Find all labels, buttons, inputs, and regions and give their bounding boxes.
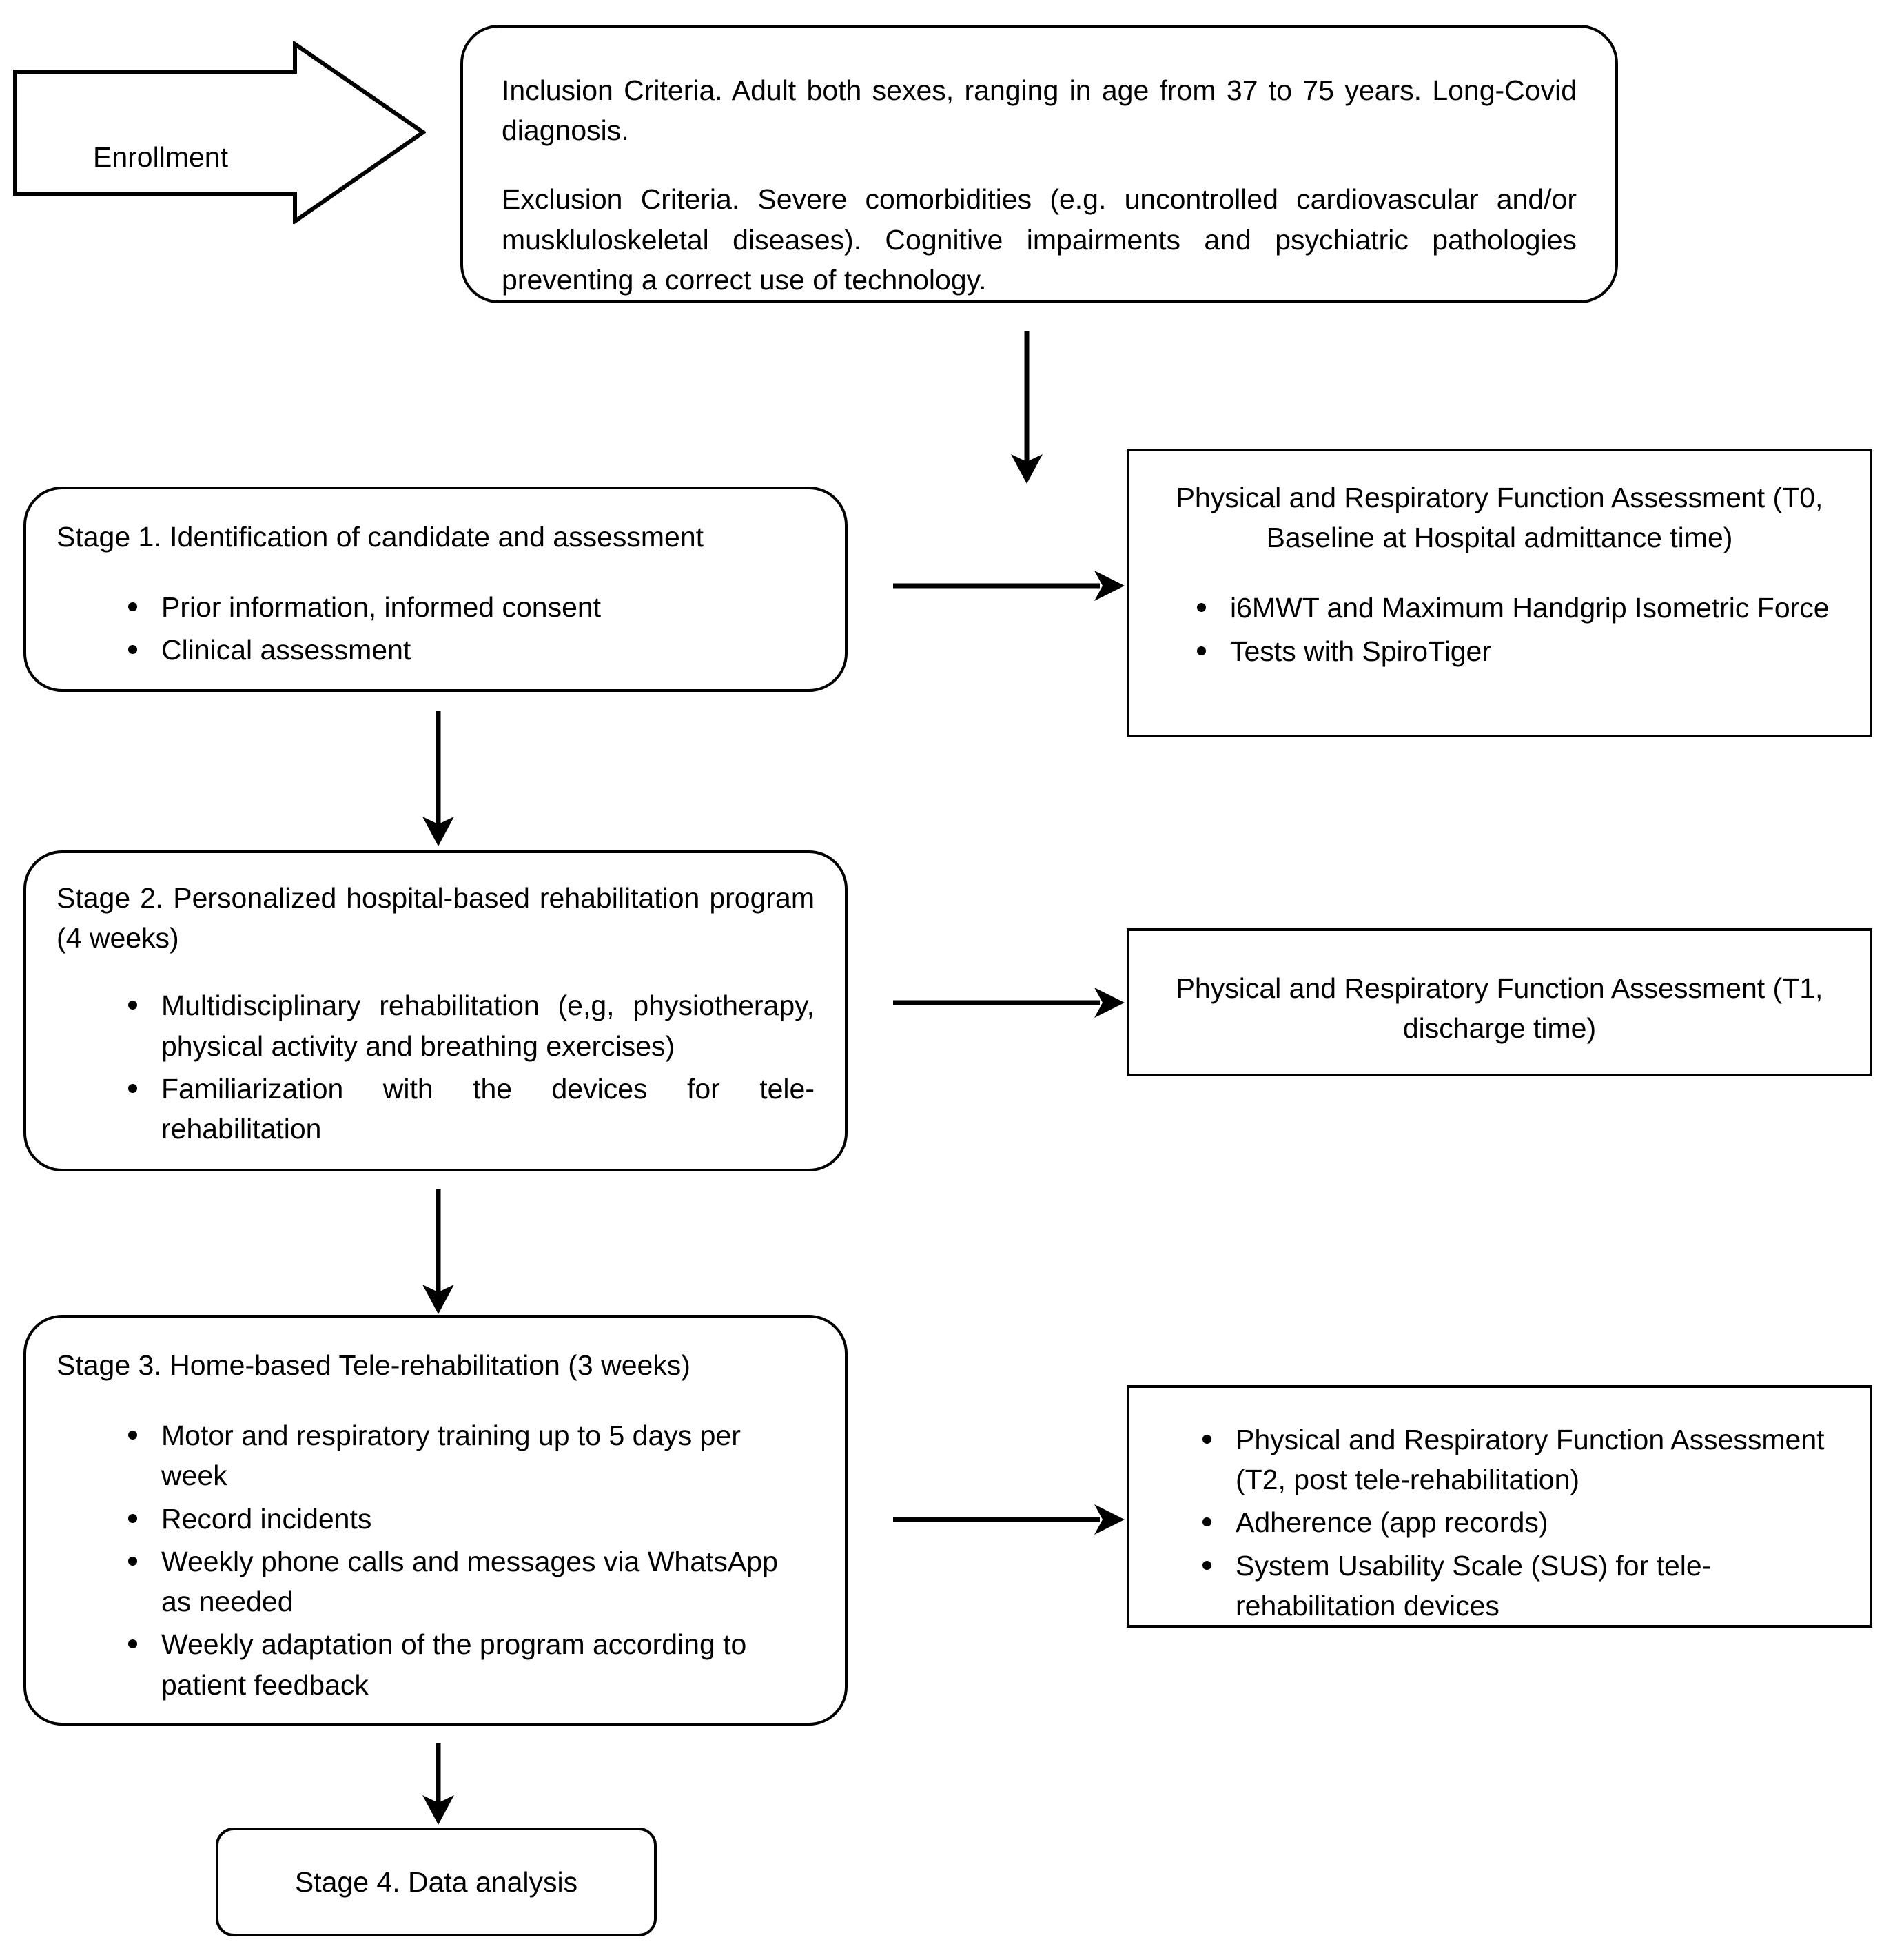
stage-1-title: Stage 1. Identification of candidate and… <box>57 521 704 553</box>
connector-stage2-to-t1 <box>893 982 1130 1023</box>
list-item: Tests with SpiroTiger <box>1191 631 1849 671</box>
assessment-t1-title: Physical and Respiratory Function Assess… <box>1176 972 1823 1045</box>
connector-stage3-to-t2 <box>893 1499 1130 1540</box>
stage-2-box: Stage 2. Personalized hospital-based reh… <box>23 850 848 1171</box>
list-item: Clinical assessment <box>123 630 815 670</box>
assessment-t1-box: Physical and Respiratory Function Assess… <box>1127 928 1872 1076</box>
connector-stage1-to-t0 <box>893 565 1130 606</box>
stage-1-bullet-list: Prior information, informed consent Clin… <box>57 587 815 670</box>
list-item: Weekly adaptation of the program accordi… <box>123 1624 815 1704</box>
connector-stage1-to-stage2 <box>404 711 473 849</box>
assessment-t0-box: Physical and Respiratory Function Assess… <box>1127 449 1872 737</box>
list-item: Physical and Respiratory Function Assess… <box>1197 1420 1846 1500</box>
stage-2-bullet-list: Multidisciplinary rehabilitation (e,g, p… <box>57 985 815 1149</box>
connector-criteria-to-t0 <box>992 331 1061 486</box>
stage-3-title: Stage 3. Home-based Tele-rehabilitation … <box>57 1349 690 1381</box>
stage-4-title: Stage 4. Data analysis <box>294 1865 578 1898</box>
stage-2-title: Stage 2. Personalized hospital-based reh… <box>57 882 815 954</box>
assessment-t2-bullet-list: Physical and Respiratory Function Assess… <box>1153 1420 1846 1626</box>
list-item: Motor and respiratory training up to 5 d… <box>123 1415 815 1495</box>
assessment-t0-bullet-list: i6MWT and Maximum Handgrip Isometric For… <box>1150 588 1849 671</box>
list-item: i6MWT and Maximum Handgrip Isometric For… <box>1191 588 1849 628</box>
connector-stage2-to-stage3 <box>404 1189 473 1317</box>
inclusion-criteria-text: Inclusion Criteria. Adult both sexes, ra… <box>502 74 1577 147</box>
enrollment-arrow-shape <box>12 41 426 224</box>
list-item: Prior information, informed consent <box>123 587 815 627</box>
list-item: Multidisciplinary rehabilitation (e,g, p… <box>123 985 815 1065</box>
inclusion-exclusion-criteria-box: Inclusion Criteria. Adult both sexes, ra… <box>460 25 1618 303</box>
stage-1-box: Stage 1. Identification of candidate and… <box>23 487 848 692</box>
assessment-t2-box: Physical and Respiratory Function Assess… <box>1127 1385 1872 1628</box>
list-item: Record incidents <box>123 1499 815 1539</box>
assessment-t0-title: Physical and Respiratory Function Assess… <box>1176 482 1823 554</box>
stage-3-box: Stage 3. Home-based Tele-rehabilitation … <box>23 1315 848 1726</box>
list-item: System Usability Scale (SUS) for tele-re… <box>1197 1546 1846 1626</box>
exclusion-criteria-text: Exclusion Criteria. Severe comorbidities… <box>502 183 1577 296</box>
list-item: Adherence (app records) <box>1197 1502 1846 1542</box>
stage-4-box: Stage 4. Data analysis <box>216 1828 657 1936</box>
list-item: Weekly phone calls and messages via What… <box>123 1542 815 1621</box>
connector-stage3-to-stage4 <box>404 1743 473 1828</box>
list-item: Familiarization with the devices for tel… <box>123 1069 815 1149</box>
stage-3-bullet-list: Motor and respiratory training up to 5 d… <box>57 1415 815 1705</box>
enrollment-label: Enrollment <box>93 141 228 173</box>
